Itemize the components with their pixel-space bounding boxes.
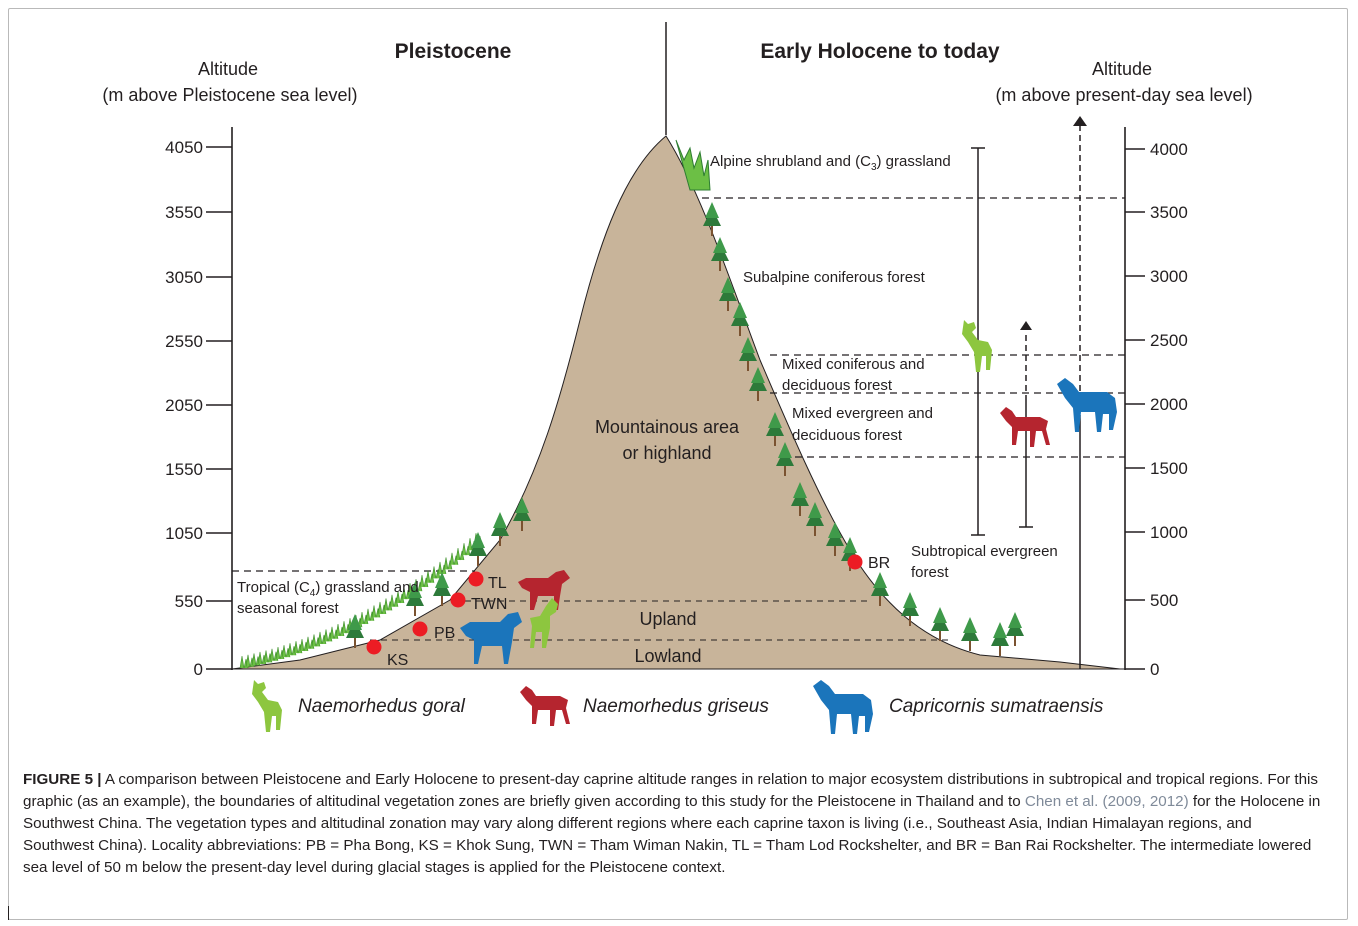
mixed-conif-label-1: Mixed coniferous and — [782, 356, 925, 373]
tree — [871, 572, 889, 606]
right-tick-label: 3000 — [1150, 267, 1188, 286]
site-br: BR — [847, 554, 890, 572]
left-tick-label: 550 — [175, 592, 203, 611]
legend-griseus-label: Naemorhedus griseus — [583, 696, 769, 717]
right-tick-label: 4000 — [1150, 140, 1188, 159]
tropical-label-2: seasonal forest — [237, 600, 340, 617]
tree — [749, 367, 767, 401]
legend-sumatraensis-label: Capricornis sumatraensis — [889, 696, 1104, 717]
subalpine-zone-label: Subalpine coniferous forest — [743, 269, 926, 286]
tree — [491, 512, 509, 546]
right-axis-ticks: 4000 3500 3000 2500 2000 1500 1000 500 0 — [1125, 140, 1188, 679]
figure-caption: FIGURE 5 | A comparison between Pleistoc… — [23, 769, 1323, 879]
tree — [703, 202, 721, 236]
tree — [766, 412, 784, 446]
tree — [826, 522, 844, 556]
griseus-icon — [1000, 407, 1050, 447]
tree — [711, 237, 729, 271]
right-tick-label: 3500 — [1150, 203, 1188, 222]
left-tick-label: 1550 — [165, 460, 203, 479]
legend-goral-label: Naemorhedus goral — [298, 696, 466, 717]
goral-icon — [962, 320, 992, 372]
right-tick-label: 0 — [1150, 660, 1159, 679]
figure-frame — [8, 8, 1348, 920]
left-tick-label: 3550 — [165, 203, 203, 222]
right-axis-label-1: Altitude — [1092, 59, 1152, 79]
tropical-label-1: Tropical (C4) grassland and — [237, 579, 419, 599]
goral-icon-lowland — [530, 598, 558, 648]
subtropical-label-1: Subtropical evergreen — [911, 543, 1058, 560]
left-tick-label: 4050 — [165, 138, 203, 157]
griseus-icon-lowland — [518, 570, 570, 610]
right-tick-label: 1000 — [1150, 523, 1188, 542]
left-axis-label-2: (m above Pleistocene sea level) — [102, 85, 357, 105]
tree — [791, 482, 809, 516]
mixed-ever-label-2: deciduous forest — [792, 427, 903, 444]
subtropical-label-2: forest — [911, 564, 949, 581]
svg-text:TL: TL — [488, 575, 507, 592]
tree — [406, 582, 424, 616]
tree — [776, 442, 794, 476]
tree — [1006, 612, 1024, 646]
legend-sumatraensis-icon — [813, 680, 873, 734]
tree — [731, 302, 749, 336]
caption-text-2: for the Holocene in Southwest China. The… — [23, 793, 1321, 876]
left-tick-label: 2550 — [165, 332, 203, 351]
tree — [346, 614, 364, 648]
sumatraensis-range-bar — [1073, 116, 1087, 669]
left-tick-label: 1050 — [165, 524, 203, 543]
tree — [901, 592, 919, 626]
tree — [513, 497, 531, 531]
left-title: Pleistocene — [395, 40, 512, 63]
right-tick-label: 2500 — [1150, 331, 1188, 350]
sumatraensis-icon-lowland — [460, 612, 522, 664]
mountain-label-2: or highland — [622, 443, 711, 463]
legend-sumatraensis: Capricornis sumatraensis — [813, 680, 1104, 734]
alpine-shrub — [675, 139, 711, 191]
tree — [433, 572, 451, 606]
caption-text-1: A comparison between Pleistocene and Ear… — [23, 771, 1319, 810]
left-tick-label: 0 — [194, 660, 203, 679]
alpine-zone-label: Alpine shrubland and (C3) grassland — [710, 153, 951, 173]
tree — [931, 607, 949, 641]
right-tick-label: 500 — [1150, 591, 1178, 610]
sumatraensis-icon — [1057, 378, 1117, 432]
svg-text:TWN: TWN — [471, 596, 507, 613]
lowland-label: Lowland — [634, 646, 701, 666]
svg-text:BR: BR — [868, 555, 890, 572]
right-title: Early Holocene to today — [760, 40, 1000, 63]
site-tl: TL — [468, 571, 507, 592]
mountain-label-1: Mountainous area — [595, 417, 740, 437]
legend-goral-icon — [252, 680, 282, 732]
mixed-ever-label-1: Mixed evergreen and — [792, 405, 933, 422]
forest-trees — [346, 202, 1024, 656]
site-twn: TWN — [450, 592, 507, 613]
caption-rule — [8, 906, 9, 920]
mixed-conif-label-2: deciduous forest — [782, 377, 893, 394]
left-axis-ticks: 4050 3550 3050 2550 2050 1550 1050 550 0 — [165, 138, 232, 679]
svg-text:KS: KS — [387, 652, 408, 669]
site-pb: PB — [412, 621, 455, 642]
tree — [991, 622, 1009, 656]
altitude-diagram: Pleistocene Early Holocene to today Alti… — [102, 22, 1253, 734]
legend-griseus-icon — [520, 686, 570, 726]
right-tick-label: 1500 — [1150, 459, 1188, 478]
tree — [719, 277, 737, 311]
caption-reference-link[interactable]: Chen et al. (2009, 2012) — [1024, 793, 1189, 810]
legend-griseus: Naemorhedus griseus — [520, 686, 769, 726]
right-tick-label: 2000 — [1150, 395, 1188, 414]
svg-text:PB: PB — [434, 625, 455, 642]
tree — [739, 337, 757, 371]
left-tick-label: 3050 — [165, 268, 203, 287]
upland-label: Upland — [639, 609, 696, 629]
left-axis-label-1: Altitude — [198, 59, 258, 79]
tree — [961, 617, 979, 651]
right-axis-label-2: (m above present-day sea level) — [995, 85, 1252, 105]
site-ks: KS — [366, 639, 408, 669]
left-tick-label: 2050 — [165, 396, 203, 415]
tree — [806, 502, 824, 536]
caption-label: FIGURE 5 | — [23, 771, 102, 788]
tree — [469, 532, 487, 566]
legend-goral: Naemorhedus goral — [252, 680, 466, 732]
